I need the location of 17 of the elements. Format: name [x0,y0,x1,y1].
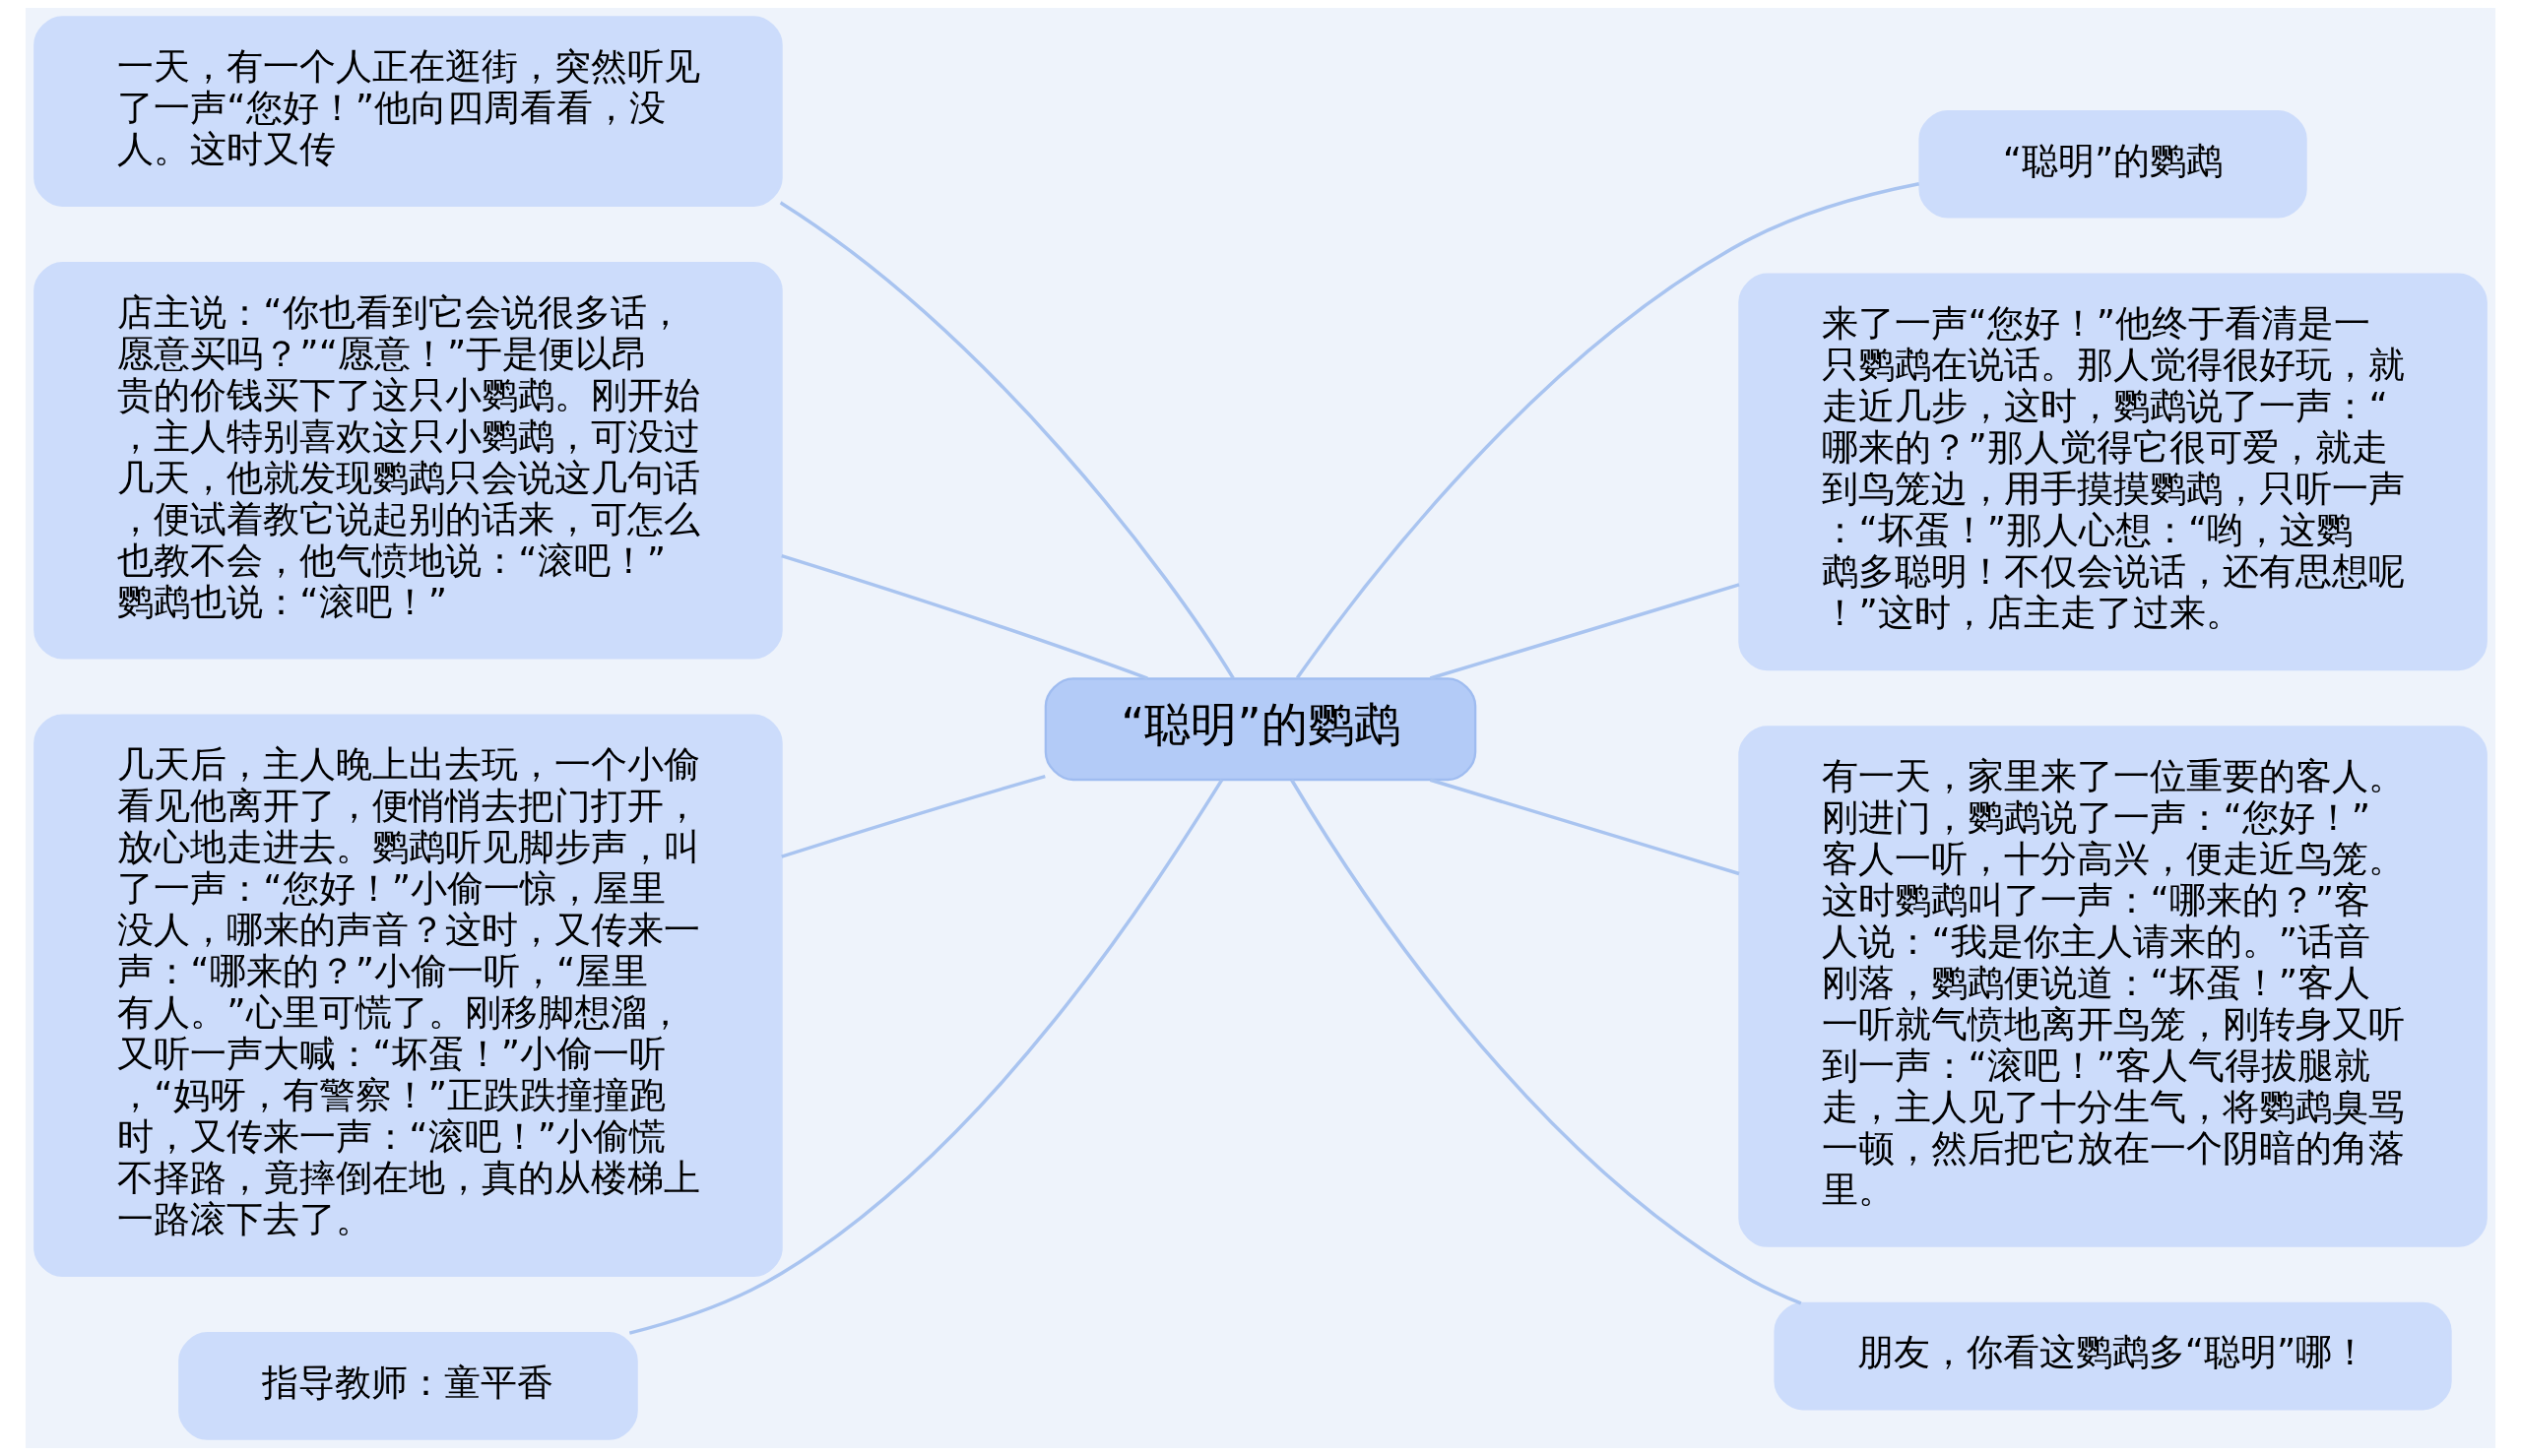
connector [781,774,1046,858]
node-box: “聪明”的鹦鹉 [1044,677,1477,782]
node-box: 一天，有一个人正在逛街，突然听见了一声“您好！”他向四周看看，没人。这时又传 [33,16,783,207]
node-box: 有一天，家里来了一位重要的客人。刚进门，鹦鹉说了一声：“您好！”客人一听，十分高兴，便走近鸟笼。这时鹦鹉叫了一声：“哪来的？”客人说：“我是你主人请来的。”话音刚落，鹦鹉便说道：“坏蛋！”客人一听就气愤地离开鸟笼，刚转身又听到一声：“滚吧！”客人气得拔腿就走，主人见了十分生气，将鹦鹉臭骂一顿，然后把它放在一个阴暗的角落里。 [1738,726,2488,1247]
connector [1429,583,1740,680]
node-box: 朋友，你看这鹦鹉多“聪明”哪！ [1774,1301,2452,1411]
node-box: 店主说：“你也看到它会说很多话，愿意买吗？”“愿意！”于是便以昂贵的价钱买下了这只小鹦鹉。刚开始，主人特别喜欢这只小鹦鹉，可没过几天，他就发现鹦鹉只会说这几句话，便试着教它说起别的话来，可怎么也教不会，他气愤地说：“滚吧！”鹦鹉也说：“滚吧！” [33,261,783,660]
node-box: 指导教师：童平香 [178,1332,638,1440]
node-box: 来了一声“您好！”他终于看清是一只鹦鹉在说话。那人觉得很好玩，就走近几步，这时，鹦鹉说了一声：“哪来的？”那人觉得它很可爱，就走到鸟笼边，用手摸摸鹦鹉，只听一声：“坏蛋！”那人心想：“哟，这鹦鹉多聪明！不仅会说话，还有思想呢！”这时，店主走了过来。 [1738,273,2488,671]
node-box: “聪明”的鹦鹉 [1918,109,2307,219]
connector [628,779,1224,1335]
connector [1429,778,1740,876]
connector [781,553,1148,680]
connector [779,201,1235,679]
connector [1290,779,1802,1305]
node-box: 几天后，主人晚上出去玩，一个小偷看见他离开了，便悄悄去把门打开，放心地走进去。鹦鹉听见脚步声，叫了一声：“您好！”小偷一惊，屋里没人，哪来的声音？这时，又传来一声：“哪来的？”小偷一听，“屋里有人。”心里可慌了。刚移脚想溜，又听一声大喊：“坏蛋！”小偷一听，“妈呀，有警察！”正跌跌撞撞跑时，又传来一声：“滚吧！”小偷慌不择路，竟摔倒在地，真的从楼梯上一路滚下去了。 [33,714,783,1278]
connector [1295,182,1920,679]
